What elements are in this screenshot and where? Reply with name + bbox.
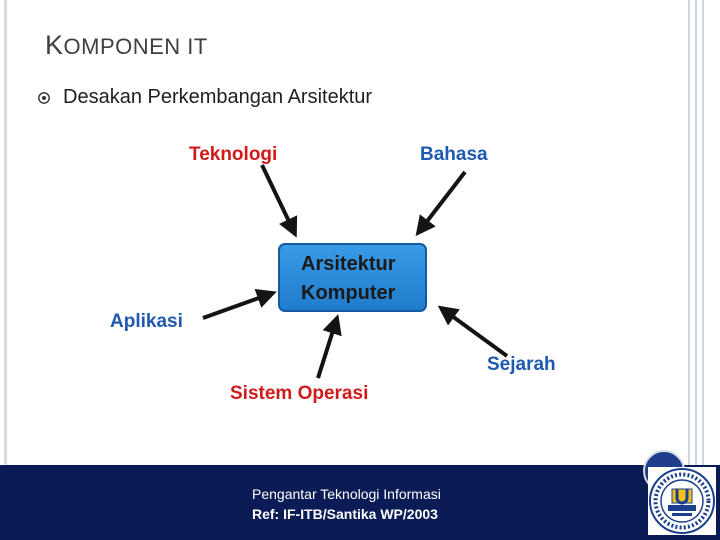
left-border-rule xyxy=(4,0,7,465)
label-aplikasi: Aplikasi xyxy=(110,311,183,332)
center-box xyxy=(278,243,427,312)
footer-bar: Pengantar Teknologi Informasi Ref: IF-IT… xyxy=(0,465,720,540)
architecture-diagram: Arsitektur Komputer Teknologi Bahasa Apl… xyxy=(110,144,556,404)
footer-text: Pengantar Teknologi Informasi Ref: IF-IT… xyxy=(252,484,441,524)
center-box-line1: Arsitektur xyxy=(301,253,396,275)
arrow-sistem-operasi xyxy=(316,314,342,379)
footer-reference: Ref: IF-ITB/Santika WP/2003 xyxy=(252,506,438,522)
arrow-bahasa xyxy=(415,170,467,237)
center-box-line2: Komputer xyxy=(301,282,396,304)
right-border-rule-1 xyxy=(688,0,690,465)
arrow-sejarah xyxy=(437,305,509,358)
slide-title: KOMPONEN IT xyxy=(45,30,208,61)
right-border-rule-2 xyxy=(695,0,697,465)
label-bahasa: Bahasa xyxy=(420,144,488,165)
label-sejarah: Sejarah xyxy=(487,354,556,375)
udinus-logo xyxy=(648,467,716,535)
right-border-rule-3 xyxy=(702,0,704,465)
bullet-icon xyxy=(38,91,50,104)
footer-course: Pengantar Teknologi Informasi xyxy=(252,486,441,502)
label-sistem-operasi: Sistem Operasi xyxy=(230,383,368,404)
slide-title-initial: K xyxy=(45,30,64,60)
slide-title-rest: OMPONEN IT xyxy=(63,34,208,59)
bullet-text: Desakan Perkembangan Arsitektur xyxy=(63,86,373,108)
label-teknologi: Teknologi xyxy=(189,144,277,165)
bullet-item: Desakan Perkembangan Arsitektur xyxy=(37,86,372,109)
arrow-aplikasi xyxy=(202,288,277,320)
arrow-teknologi xyxy=(260,164,298,238)
udinus-seal-icon xyxy=(649,468,715,534)
